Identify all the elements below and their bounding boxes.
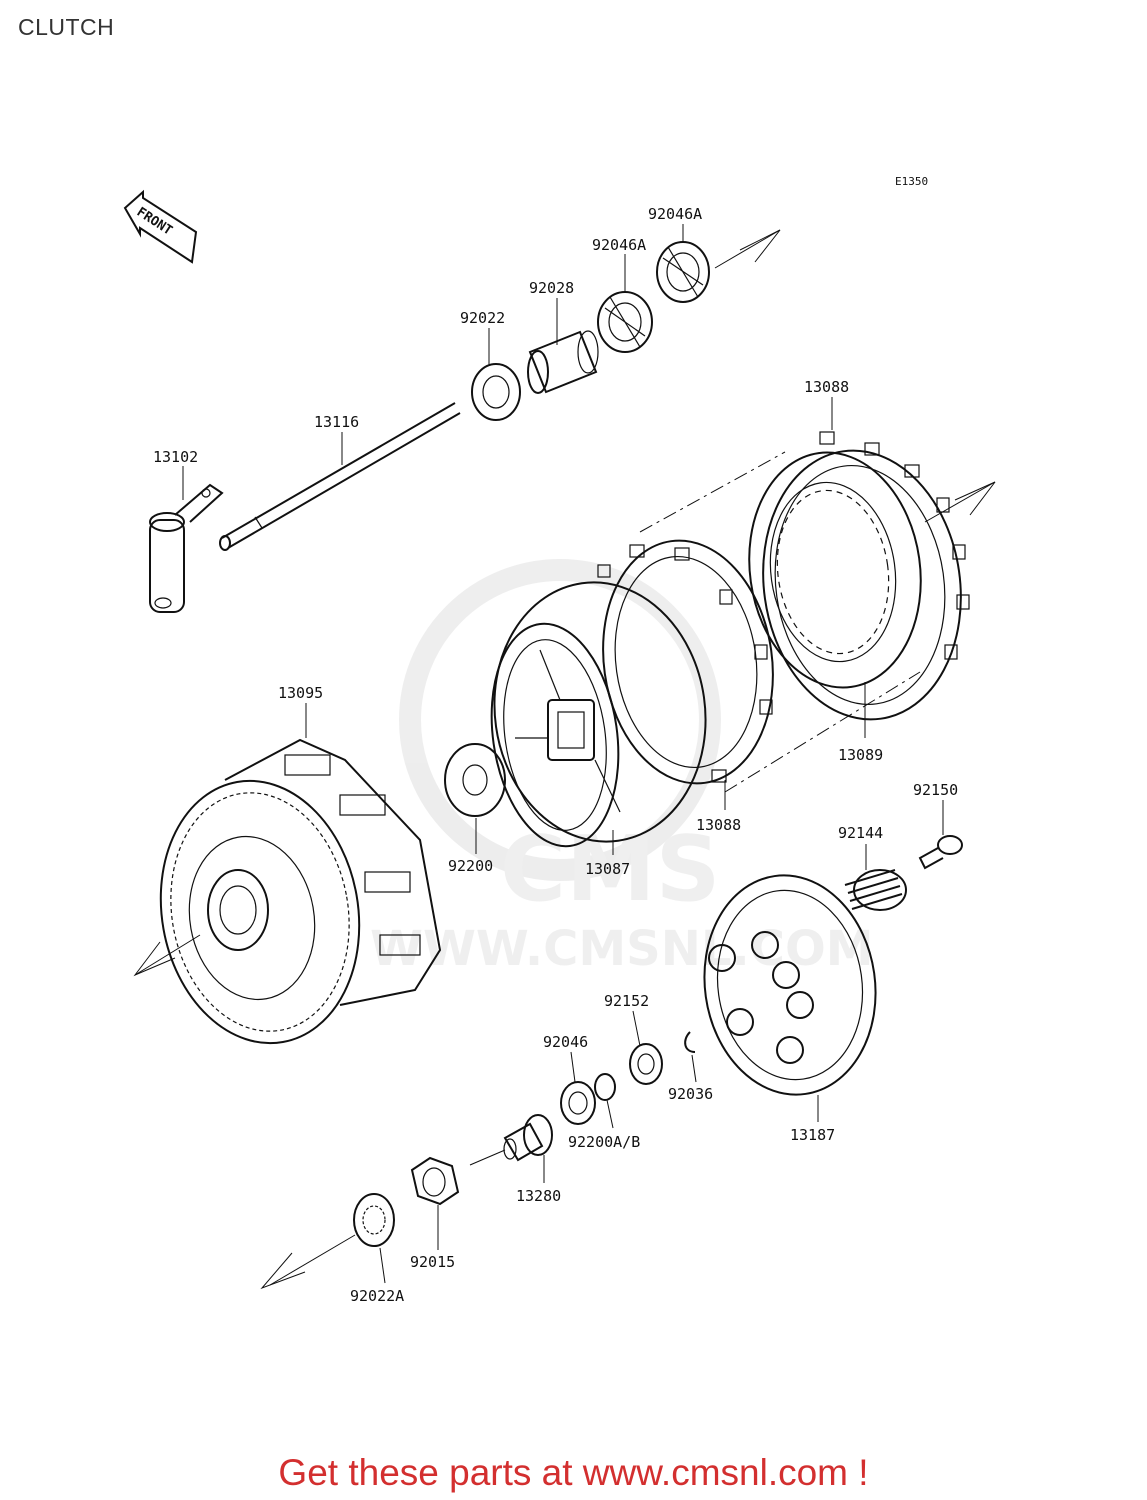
part-label-92046A: 92046A bbox=[592, 236, 646, 254]
friction-plate-13088-icon bbox=[597, 539, 774, 785]
clutch-housing-13095-icon bbox=[159, 738, 442, 1045]
pusher-13280-icon bbox=[503, 1114, 553, 1162]
bolt-92150-icon bbox=[918, 835, 963, 870]
part-label-13089: 13089 bbox=[838, 746, 883, 764]
push-rod-13116-icon bbox=[219, 402, 461, 551]
front-arrow-icon: FRONT bbox=[123, 189, 198, 264]
release-lever-13102-icon bbox=[149, 483, 224, 613]
steel-plate-13089-icon bbox=[748, 451, 922, 689]
sleeve-92028-icon bbox=[527, 330, 599, 394]
clutch-hub-13087-icon bbox=[490, 581, 707, 848]
spring-92144-icon bbox=[844, 869, 907, 911]
pressure-plate-13187-icon bbox=[703, 874, 877, 1096]
bearing-92046-icon bbox=[560, 1081, 596, 1125]
needle-bearing-92046A-icon bbox=[656, 241, 710, 303]
part-label-13087: 13087 bbox=[585, 860, 630, 878]
washer-92152-icon bbox=[629, 1043, 663, 1085]
washer-92200-icon bbox=[444, 743, 506, 817]
direction-arrow-icon bbox=[924, 481, 996, 523]
nut-92015-icon bbox=[410, 1156, 460, 1206]
part-label-92022: 92022 bbox=[460, 309, 505, 327]
part-label-92144: 92144 bbox=[838, 824, 883, 842]
part-label-13116: 13116 bbox=[314, 413, 359, 431]
part-label-92046A: 92046A bbox=[648, 205, 702, 223]
washer-92200AB-icon bbox=[594, 1073, 616, 1101]
page-title: CLUTCH bbox=[18, 14, 115, 40]
part-label-92152: 92152 bbox=[604, 992, 649, 1010]
diagram-code: E1350 bbox=[895, 175, 928, 188]
part-label-92036: 92036 bbox=[668, 1085, 713, 1103]
part-label-13088: 13088 bbox=[804, 378, 849, 396]
circlip-92036-icon bbox=[684, 1031, 696, 1053]
part-label-13102: 13102 bbox=[153, 448, 198, 466]
footer-link-text[interactable]: Get these parts at www.cmsnl.com ! bbox=[278, 1452, 869, 1493]
lock-washer-92022A-icon bbox=[353, 1193, 395, 1247]
part-label-13088: 13088 bbox=[696, 816, 741, 834]
part-label-13095: 13095 bbox=[278, 684, 323, 702]
watermark-text: WWW.CMSNL.COM bbox=[370, 921, 874, 977]
part-label-92200AB: 92200A/B bbox=[568, 1133, 640, 1151]
part-label-13187: 13187 bbox=[790, 1126, 835, 1144]
direction-arrow-icon bbox=[260, 1234, 356, 1290]
direction-arrow-icon bbox=[133, 934, 201, 977]
part-label-92022A: 92022A bbox=[350, 1287, 404, 1305]
needle-bearing-92046A-icon bbox=[597, 291, 653, 353]
part-label-92200: 92200 bbox=[448, 857, 493, 875]
part-label-92150: 92150 bbox=[913, 781, 958, 799]
exploded-parts-diagram: CMS WWW.CMSNL.COM E1350 FRONT bbox=[123, 175, 996, 1305]
direction-arrow-icon bbox=[714, 229, 781, 269]
part-label-13280: 13280 bbox=[516, 1187, 561, 1205]
part-label-92046: 92046 bbox=[543, 1033, 588, 1051]
friction-plate-13088-icon bbox=[762, 431, 970, 721]
part-label-92028: 92028 bbox=[529, 279, 574, 297]
part-label-92015: 92015 bbox=[410, 1253, 455, 1271]
washer-92022-icon bbox=[471, 363, 521, 421]
